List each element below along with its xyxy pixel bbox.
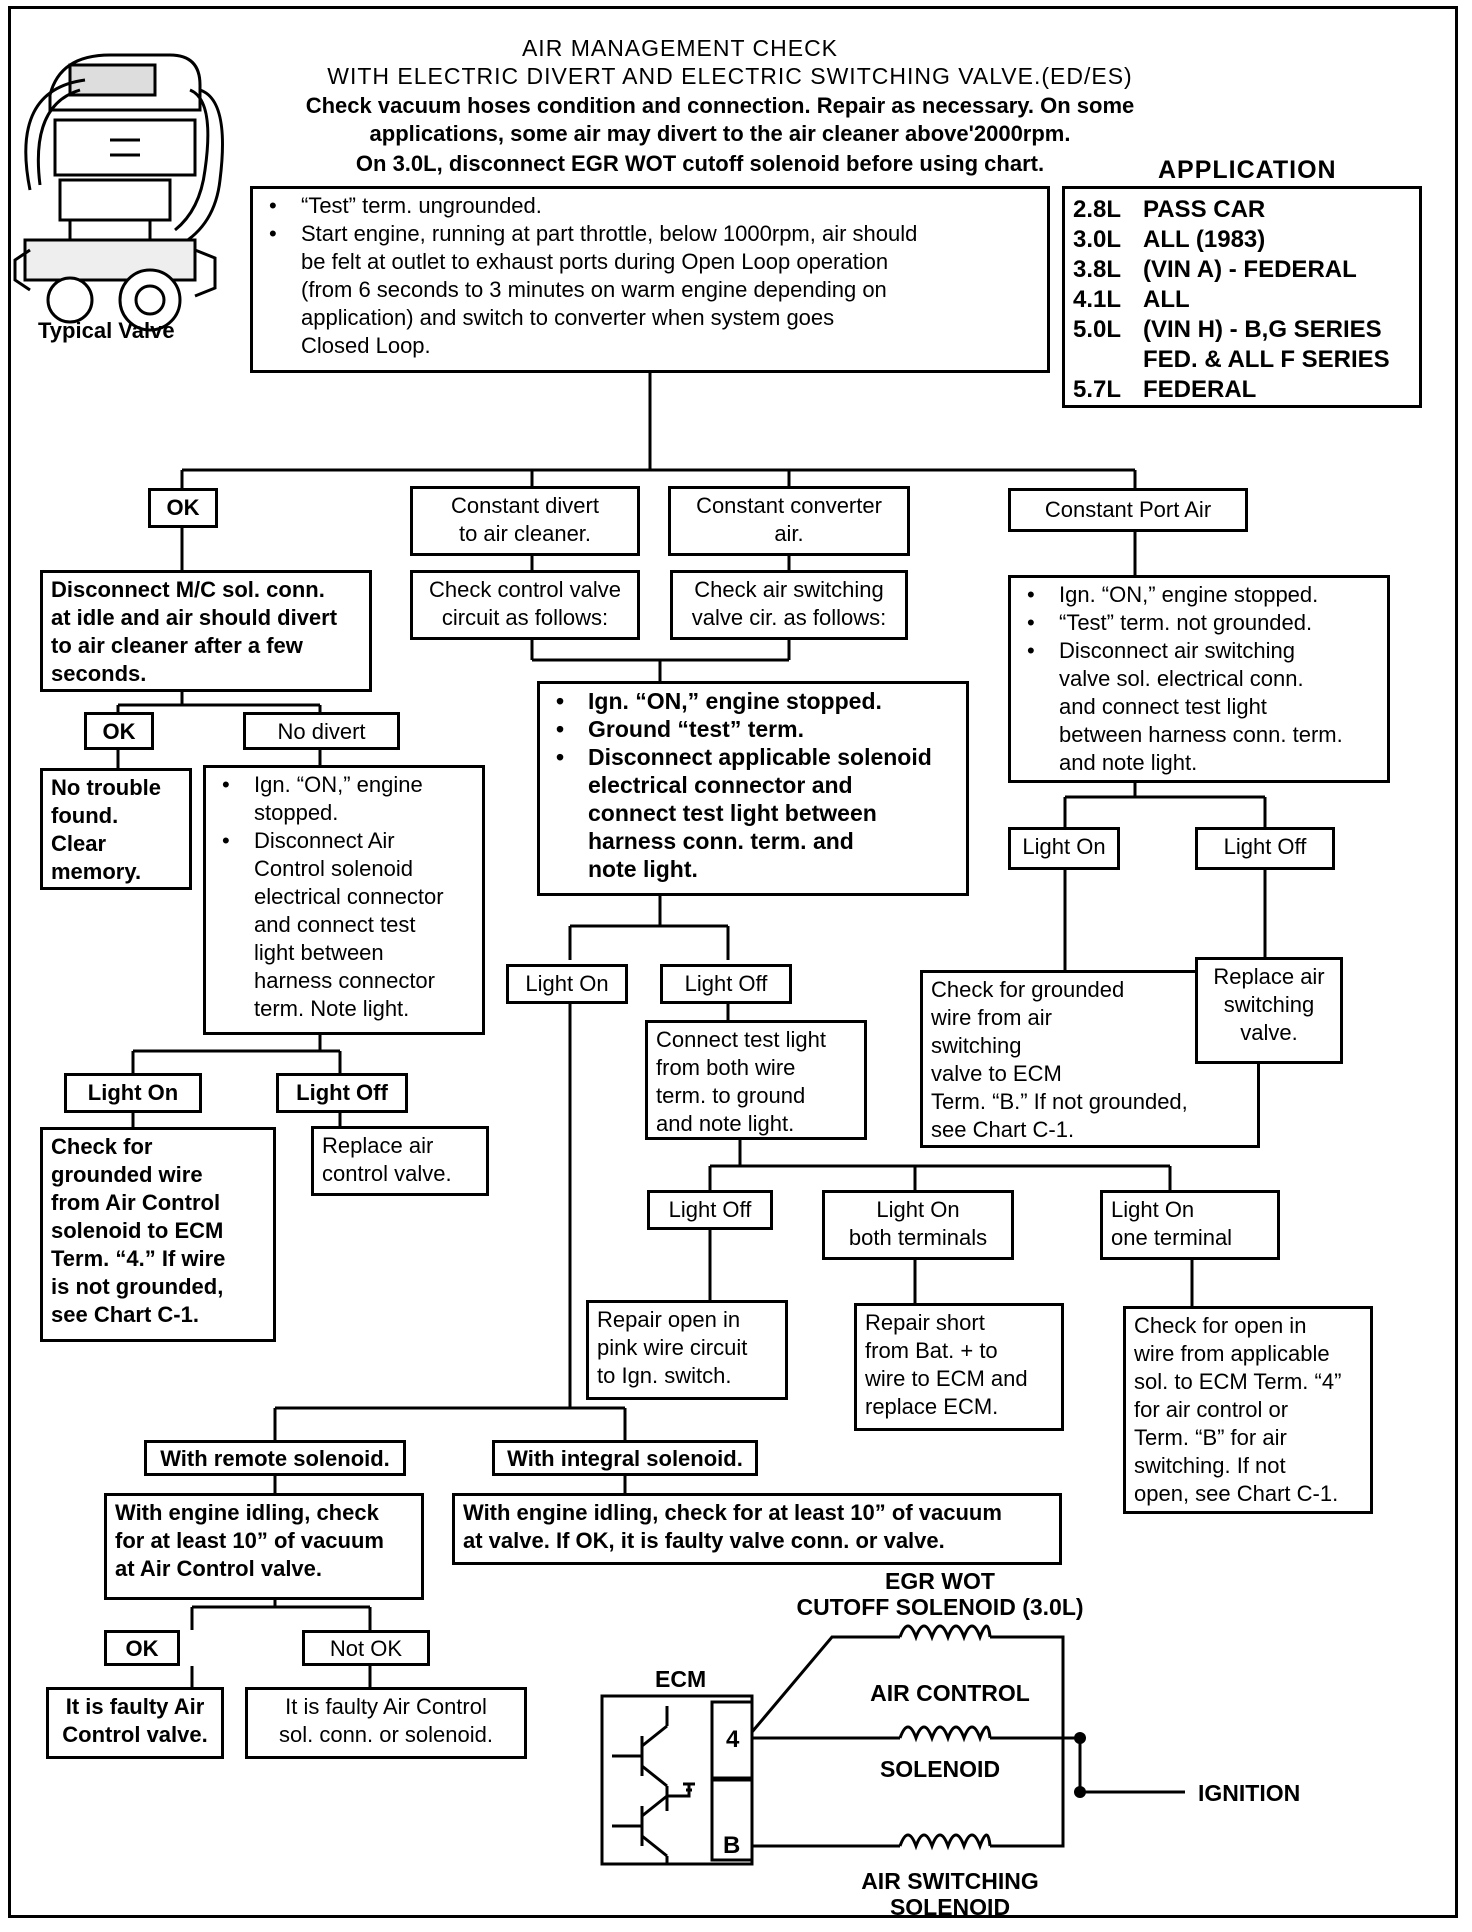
not-ok-box: Not OK	[302, 1630, 430, 1666]
port-light-on-box: Light On	[1008, 827, 1120, 870]
start-box: “Test” term. ungrounded. Start engine, r…	[250, 186, 1050, 373]
application-row: FED. & ALL F SERIES	[1143, 346, 1390, 373]
application-title: APPLICATION	[1158, 156, 1337, 184]
integral-vacuum-box: With engine idling, check for at least 1…	[452, 1493, 1062, 1565]
application-row: 3.8L(VIN A) - FEDERAL	[1073, 256, 1357, 283]
no-divert-box: No divert	[243, 712, 400, 750]
ok-box-3: OK	[104, 1630, 180, 1666]
mid-light-on-box: Light On	[506, 964, 628, 1004]
port-light-off-box: Light Off	[1195, 827, 1335, 870]
header-note-3: On 3.0L, disconnect EGR WOT cutoff solen…	[355, 151, 1045, 176]
application-row: 5.0L(VIN H) - B,G SERIES	[1073, 316, 1382, 343]
header-note-1: Check vacuum hoses condition and connect…	[305, 93, 1135, 118]
solenoid-label: SOLENOID	[879, 1756, 1001, 1782]
ecm-pin-b: B	[723, 1832, 741, 1859]
title-line-2: WITH ELECTRIC DIVERT AND ELECTRIC SWITCH…	[327, 63, 1133, 89]
integral-solenoid-box: With integral solenoid.	[492, 1440, 758, 1476]
valve-illustration	[13, 53, 224, 332]
page-frame	[8, 6, 1458, 1918]
port-air-steps-box: Ign. “ON,” engine stopped. “Test” term. …	[1008, 575, 1390, 783]
mid-light-off-box: Light Off	[660, 964, 792, 1004]
ecm-pin-4: 4	[726, 1726, 740, 1753]
title-line-1: AIR MANAGEMENT CHECK	[521, 35, 839, 61]
nd-light-on-box: Light On	[64, 1073, 202, 1113]
ignition-label: IGNITION	[1198, 1780, 1301, 1806]
ok-box-1: OK	[148, 488, 218, 528]
ecm-label: ECM	[655, 1666, 707, 1692]
constant-port-air-box: Constant Port Air	[1008, 488, 1248, 532]
valve-caption: Typical Valve	[38, 318, 175, 343]
air-control-label: AIR CONTROL	[870, 1680, 1030, 1706]
header-note-2: applications, some air may divert to the…	[369, 121, 1071, 146]
middle-steps-box: Ign. “ON,” engine stopped. Ground “test”…	[537, 681, 969, 896]
disconnect-mc-box: Disconnect M/C sol. conn.at idle and air…	[40, 570, 372, 692]
ok-box-2: OK	[84, 712, 154, 750]
light-off-box-3: Light Off	[647, 1190, 773, 1230]
wiring-schematic	[600, 1624, 1185, 1866]
remote-solenoid-box: With remote solenoid.	[144, 1440, 406, 1476]
nd-light-off-box: Light Off	[276, 1073, 408, 1113]
